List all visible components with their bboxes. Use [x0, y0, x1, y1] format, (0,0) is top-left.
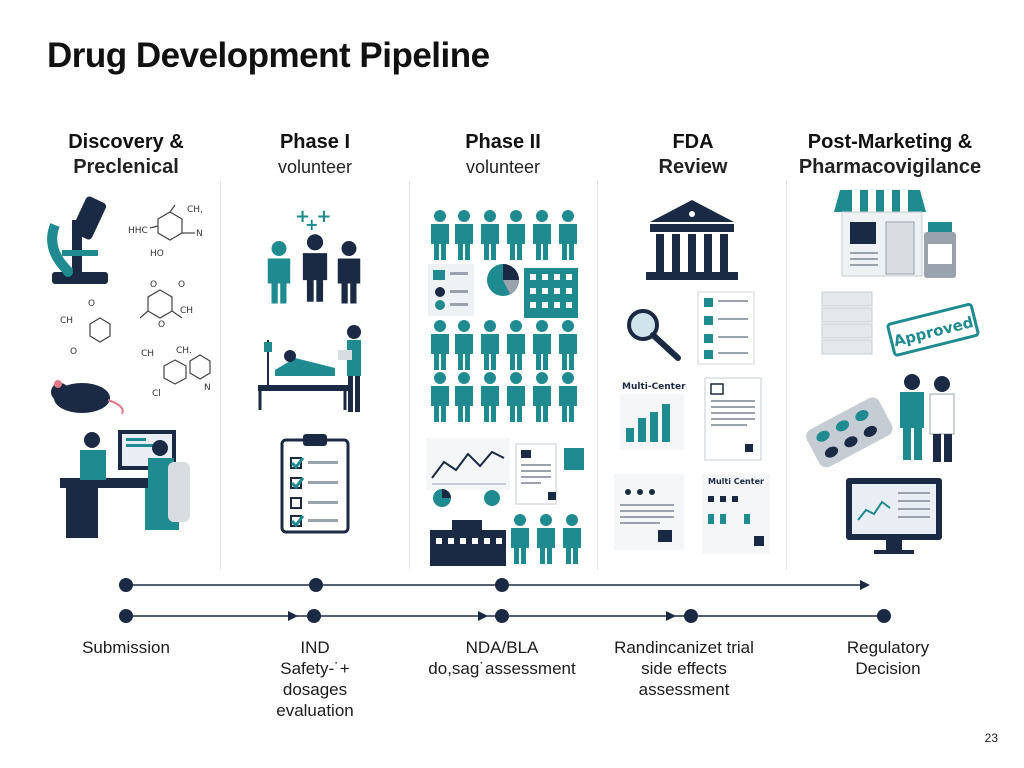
hospital-campus-icon	[430, 520, 506, 566]
column-header-phase-1: Phase I volunteer	[215, 130, 415, 180]
timeline-label-line: Safety-˙+	[280, 659, 350, 678]
column-header-discovery: Discovery & Preclenical	[26, 130, 226, 180]
page-number: 23	[984, 731, 998, 745]
data-report-icon	[428, 264, 474, 316]
column-divider	[786, 180, 787, 570]
molecule-label: O	[150, 280, 157, 290]
building-icon	[524, 268, 578, 318]
timeline-label-line: side effects	[641, 659, 727, 678]
paper-stack-icon	[821, 291, 873, 355]
timeline-label-line: Decision	[855, 659, 921, 678]
molecule-label: O	[70, 347, 77, 357]
magnifying-glass-icon	[627, 309, 681, 361]
molecule-label: CH,	[187, 205, 203, 215]
column-header-line1: Post-Marketing &	[807, 131, 973, 153]
column-header-line1: FDA	[672, 131, 714, 153]
document-icon	[515, 443, 584, 505]
timeline-node	[495, 609, 509, 623]
timeline-node	[119, 609, 133, 623]
timeline-label-line: do,sag˙assessment	[428, 659, 576, 678]
column-divider	[220, 180, 221, 570]
multi-center-label: Multi-Center	[622, 382, 686, 392]
molecule-label: HO	[150, 249, 164, 259]
column-header-fda-review: FDA Review	[593, 130, 793, 180]
pie-chart-icon	[487, 264, 519, 296]
approved-stamp-icon: Approved	[886, 302, 980, 357]
fda-building-icon	[646, 200, 738, 280]
timeline-node	[307, 609, 321, 623]
timeline-label-nda-bla: NDA/BLA do,sag˙assessment	[412, 637, 592, 679]
molecule-label: N	[204, 383, 211, 393]
lab-scientists-icon	[60, 430, 190, 538]
molecule-label: CH	[141, 349, 154, 359]
timeline-node	[684, 609, 698, 623]
analysis-sheet-icon	[614, 474, 684, 550]
svg-text:+: +	[305, 215, 318, 234]
column-header-line2: Preclenical	[73, 156, 179, 178]
patient-cohort-icon	[431, 210, 581, 564]
multi-center-chart-icon: Multi-Center	[620, 382, 686, 450]
molecule-label: O	[88, 299, 95, 309]
column-header-post-marketing: Post-Marketing & Pharmacovigilance	[780, 130, 1000, 180]
timeline-label-line: IND	[300, 638, 330, 657]
timeline-track-upper	[126, 580, 870, 590]
lab-mouse-icon	[51, 380, 124, 415]
pill-blister-pack-icon	[806, 397, 893, 468]
healthy-volunteers-icon: + + +	[267, 206, 361, 304]
molecule-label: CH	[180, 306, 193, 316]
timeline-node	[309, 578, 323, 592]
column-header-line1: Discovery &	[68, 131, 184, 153]
pharmacy-store-icon	[834, 190, 926, 277]
timeline-label-submission: Submission	[36, 637, 216, 658]
svg-text:+ +: + +	[295, 206, 331, 227]
timeline-node	[877, 609, 891, 623]
column-divider	[597, 180, 598, 570]
molecule-label: CH	[60, 316, 73, 326]
timeline-label-line: assessment	[638, 680, 730, 699]
timeline-label-regulatory-decision: Regulatory Decision	[798, 637, 978, 679]
timeline-label-line: Regulatory	[846, 638, 930, 657]
timeline-label-line: NDA/BLA	[465, 638, 539, 657]
timeline-label-line: evaluation	[276, 701, 354, 720]
page-title: Drug Development Pipeline	[47, 36, 490, 75]
hospital-bed-icon	[258, 325, 361, 412]
pharmacist-consultation-icon	[900, 374, 955, 462]
column-header-line2: volunteer	[465, 157, 541, 177]
molecule-label: O	[178, 280, 185, 290]
timeline-label-randomized-trial: Randincanizet trial side effects assessm…	[594, 637, 774, 700]
molecule-structure-icon	[89, 204, 211, 385]
column-header-line2: Review	[658, 156, 728, 178]
molecule-label: Cl	[152, 389, 161, 399]
timeline-label-ind: IND Safety-˙+ dosages evaluation	[225, 637, 405, 721]
line-chart-icon	[426, 438, 510, 490]
multi-center-sheet-icon: Multi Center	[702, 474, 770, 554]
column-divider	[409, 180, 410, 570]
molecule-label: CH.	[176, 346, 192, 356]
molecule-label: HHC	[128, 226, 148, 236]
timeline-node	[495, 578, 509, 592]
monitoring-screen-icon	[846, 478, 942, 554]
timeline-label-line: dosages	[282, 680, 348, 699]
column-header-line2: volunteer	[277, 157, 353, 177]
molecule-label: O	[158, 320, 165, 330]
column-header-line1: Phase I	[279, 131, 351, 153]
multi-center-label: Multi Center	[708, 477, 764, 486]
molecule-label: N	[196, 229, 203, 239]
column-header-line2: Pharmacovigilance	[798, 156, 982, 178]
clipboard-checklist-icon	[280, 434, 350, 534]
approval-checklist-icon	[697, 291, 755, 365]
microscope-icon	[47, 196, 108, 284]
column-header-phase-2: Phase II volunteer	[403, 130, 603, 180]
timeline-label-line: Submission	[82, 638, 170, 657]
column-header-line1: Phase II	[465, 131, 541, 153]
medicine-bottle-icon	[924, 222, 956, 278]
review-document-icon	[704, 377, 762, 461]
small-pie-chart-icon	[433, 489, 500, 507]
timeline-node	[119, 578, 133, 592]
timeline-label-line: Randincanizet trial	[614, 638, 754, 657]
